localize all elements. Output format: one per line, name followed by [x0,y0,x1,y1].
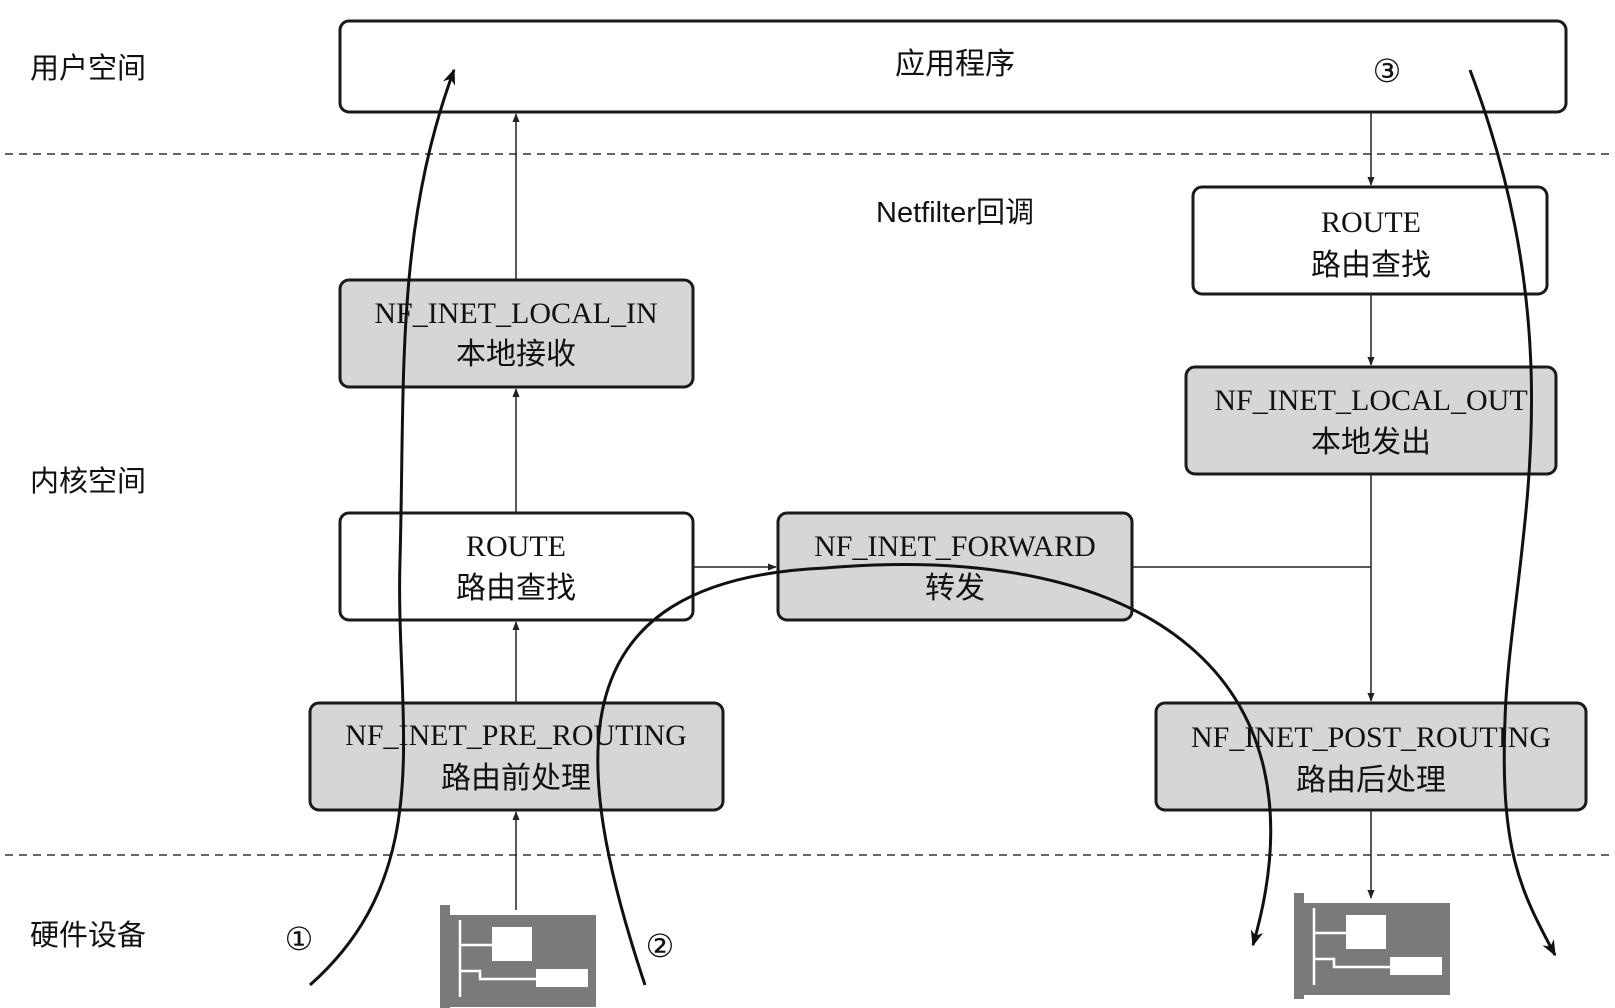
application-box: 应用程序 [338,19,1568,114]
route-lookup-in-name: ROUTE [466,530,566,563]
zone-label-kernel-space: 内核空间 [30,464,146,498]
hook-local-in: NF_INET_LOCAL_IN 本地接收 [338,278,695,389]
zone-label-hardware: 硬件设备 [30,918,146,952]
netfilter-callback-caption: Netfilter回调 [876,197,1034,229]
route-lookup-out: ROUTE 路由查找 [1191,185,1549,296]
route-lookup-in: ROUTE 路由查找 [338,511,695,622]
route-lookup-out-desc: 路由查找 [1311,248,1431,283]
hook-local-out-name: NF_INET_LOCAL_OUT [1214,384,1527,417]
network-card-icon [440,905,596,1008]
hook-local-in-desc: 本地接收 [456,337,576,372]
hook-pre-routing-desc: 路由前处理 [441,761,591,796]
flow-path-1-inbound [309,68,456,987]
flow-path-3-outbound [1468,69,1557,957]
hook-local-in-name: NF_INET_LOCAL_IN [374,297,657,330]
hook-local-out-desc: 本地发出 [1311,425,1431,460]
hook-pre-routing: NF_INET_PRE_ROUTING 路由前处理 [308,701,725,812]
hook-post-routing-name: NF_INET_POST_ROUTING [1191,721,1551,754]
path-marker-2: ② [646,927,675,965]
route-lookup-out-name: ROUTE [1321,206,1421,239]
path-marker-3: ③ [1373,52,1402,90]
hook-post-routing: NF_INET_POST_ROUTING 路由后处理 [1154,701,1588,812]
hook-forward-desc: 转发 [925,571,985,606]
zone-label-user-space: 用户空间 [30,51,146,85]
flow-path-2-forward [596,563,1272,986]
network-card-icon [1294,893,1450,999]
hook-pre-routing-name: NF_INET_PRE_ROUTING [345,719,687,752]
application-label: 应用程序 [895,47,1015,82]
path-marker-1: ① [285,920,314,958]
hook-post-routing-desc: 路由后处理 [1296,763,1446,798]
route-lookup-in-desc: 路由查找 [456,571,576,606]
hook-forward-name: NF_INET_FORWARD [814,530,1096,563]
hook-forward: NF_INET_FORWARD 转发 [776,511,1134,622]
hook-local-out: NF_INET_LOCAL_OUT 本地发出 [1184,365,1558,476]
